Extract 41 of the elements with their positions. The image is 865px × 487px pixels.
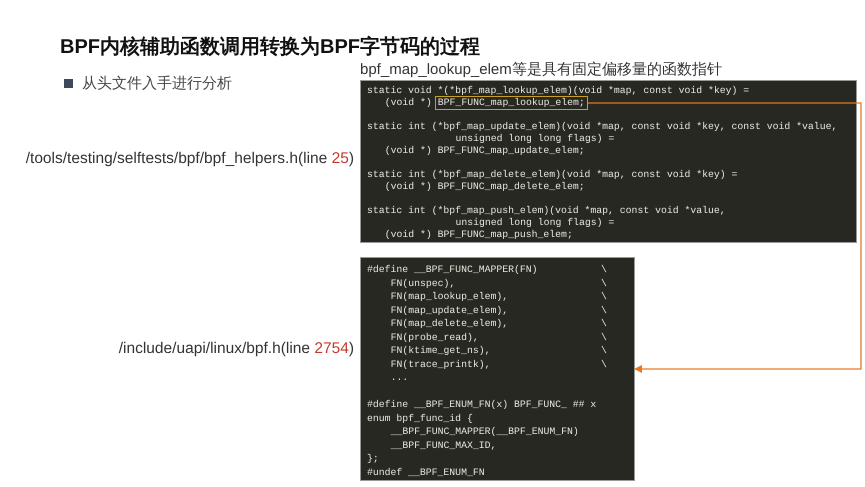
- code-line: };: [367, 453, 379, 465]
- file-path: /include/uapi/linux/bpf.h(line 2754): [118, 340, 354, 358]
- line-continuation: \: [601, 358, 607, 370]
- code-line: (void *) BPF_FUNC_map_push_elem;: [384, 229, 573, 241]
- code-line: FN(ktime_get_ns),: [390, 345, 491, 357]
- code-line: static int (*bpf_map_delete_elem)(void *map, const void *key) =: [367, 169, 738, 181]
- bullet-text: 从头文件入手进行分析: [82, 74, 232, 93]
- code-line: FN(unspec),: [390, 278, 456, 290]
- line-continuation: \: [601, 264, 607, 276]
- line-continuation: \: [601, 332, 607, 344]
- code-line: #define __BPF_ENUM_FN(x) BPF_FUNC_ ## x: [367, 399, 596, 411]
- code-line: static void *(*bpf_map_lookup_elem)(void *map, const void *key) =: [367, 85, 750, 97]
- file-path: /tools/testing/selftests/bpf/bpf_helpers.h(line 25): [26, 150, 354, 168]
- slide-title: BPF内核辅助函数调用转换为BPF字节码的过程: [60, 34, 480, 60]
- code-line: FN(trace_printk),: [390, 358, 491, 370]
- code-line: #undef __BPF_ENUM_FN: [367, 466, 485, 478]
- line-continuation: \: [601, 345, 607, 357]
- code-caption: bpf_map_lookup_elem等是具有固定偏移量的函数指针: [360, 60, 722, 79]
- line-continuation: \: [601, 278, 607, 290]
- line-continuation: \: [601, 304, 607, 316]
- code-line: FN(map_update_elem),: [390, 304, 508, 316]
- highlight-box: BPF_FUNC_map_lookup_elem;: [434, 96, 588, 110]
- code-line: unsigned long long flags) =: [456, 217, 614, 229]
- code-line: (void *): [384, 97, 432, 109]
- code-line: #define __BPF_FUNC_MAPPER(FN): [367, 264, 538, 276]
- arrow: [588, 102, 862, 373]
- code-line: unsigned long long flags) =: [456, 133, 614, 145]
- code-line: FN(map_lookup_elem),: [390, 291, 508, 303]
- line-continuation: \: [601, 318, 607, 330]
- code-line: enum bpf_func_id {: [367, 412, 473, 424]
- code-line: FN(map_delete_elem),: [390, 318, 508, 330]
- code-line: (void *) BPF_FUNC_map_update_elem;: [384, 145, 585, 157]
- code-line: FN(probe_read),: [390, 332, 479, 344]
- code-line: ...: [390, 372, 408, 384]
- code-panel: [360, 257, 635, 481]
- code-line: static int (*bpf_map_push_elem)(void *map, const void *value,: [367, 205, 726, 217]
- code-line: __BPF_FUNC_MAPPER(__BPF_ENUM_FN): [390, 426, 579, 438]
- code-line: (void *) BPF_FUNC_map_delete_elem;: [384, 181, 585, 193]
- code-line: __BPF_FUNC_MAX_ID,: [390, 440, 496, 452]
- line-continuation: \: [601, 291, 607, 303]
- code-line: static int (*bpf_map_update_elem)(void *map, const void *key, const void *value,: [367, 121, 838, 133]
